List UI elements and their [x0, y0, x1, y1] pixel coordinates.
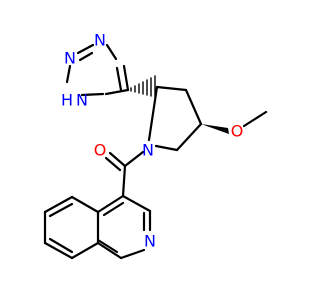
pyrrolidine-ring	[147, 85, 203, 152]
bond-c5-n	[154, 144, 179, 152]
wedge-methoxy	[201, 124, 229, 134]
atom-o-carbonyl: O	[94, 141, 107, 160]
atom-n-triazole-top: N	[94, 31, 106, 50]
hashed-wedge-c2	[130, 75, 156, 98]
bond-c5-n1	[104, 88, 130, 96]
bond-n1-c5	[80, 92, 105, 97]
atom-n-pyrrolidine: N	[142, 141, 154, 160]
bond-n-c2	[147, 85, 159, 142]
atom-o-methoxy: O	[231, 122, 244, 141]
atom-n-triazole-nh: N	[76, 91, 88, 110]
atom-n-triazole-left: N	[64, 49, 76, 68]
bond-c5-n4-double	[115, 66, 123, 92]
bond-carbonyl-o	[108, 151, 127, 168]
bond-n-carbonyl	[123, 150, 145, 168]
isoquinoline	[43, 194, 152, 260]
bond-carbonyl-c4	[121, 164, 127, 198]
atom-n-isoquinoline: N	[144, 232, 156, 251]
bond-c3-n2	[76, 43, 95, 55]
bond-c4-c5	[175, 122, 203, 152]
atom-labels: N N H N N O O N	[61, 31, 243, 251]
atom-h-triazole: H	[61, 91, 73, 110]
triazole-ring	[65, 43, 130, 97]
bond-c3-n2-double	[78, 51, 94, 62]
bond-carbonyl-o-double	[104, 156, 122, 172]
bond-n1-n2	[65, 64, 72, 84]
bond-c2-c3	[155, 85, 188, 92]
bond-c5-n4	[122, 64, 130, 92]
molecule-structure: N N H N N O O N	[43, 31, 268, 260]
bond-c3-c4	[184, 88, 203, 126]
bond-o-ch3	[242, 110, 268, 128]
bond-n4-c3	[105, 43, 118, 61]
